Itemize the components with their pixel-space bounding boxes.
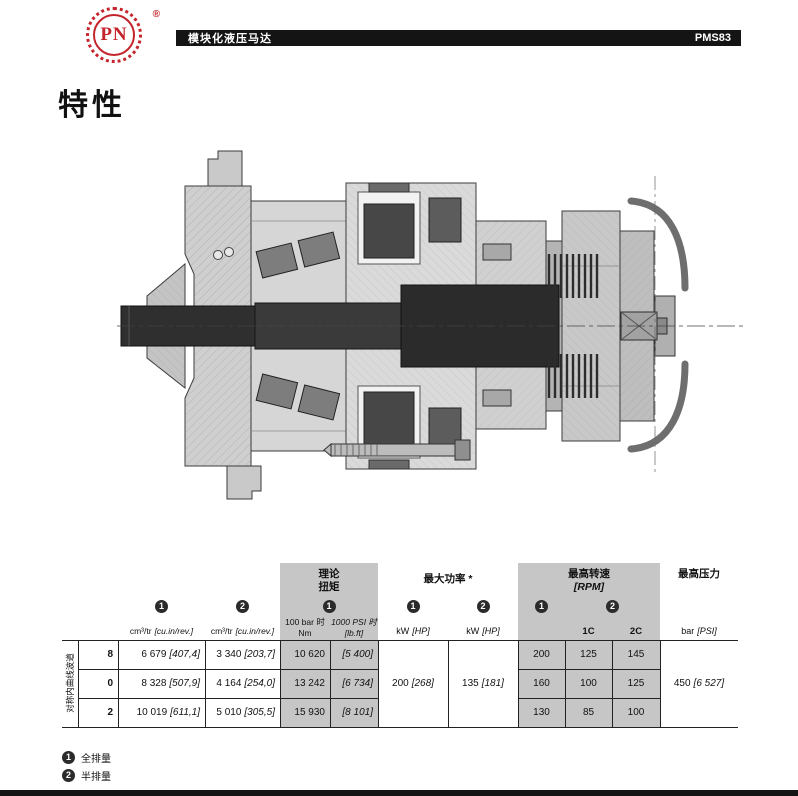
torque-lbft-value: [5 400]	[342, 648, 373, 660]
torque-gray-band	[280, 563, 378, 727]
footnote-badge-1: 1	[62, 751, 75, 764]
displacement-1-value: 6 679[407,4]	[141, 648, 200, 660]
header-bar: 模块化液压马达 PMS83	[176, 30, 741, 46]
displacement-1-value: 10 019[611,1]	[136, 706, 200, 718]
max-power-half-value: 135[181]	[462, 677, 504, 689]
speed-1c-label: 1C	[582, 626, 595, 637]
row-key: 2	[107, 706, 113, 718]
footnote-badge-2: 2	[62, 769, 75, 782]
max-pressure-value: 450[6 527]	[673, 677, 725, 689]
footnote-half-displacement: 2 半排量	[62, 768, 111, 783]
spec-table: 对称内曲线波道 理论 扭矩 1 100 bar 时 Nm 1000 PSI 时 …	[62, 563, 738, 730]
displacement-1-unit: cm³/tr[cu.in/rev.]	[129, 626, 194, 636]
torque-nm-value: 15 930	[294, 706, 325, 718]
row-key: 8	[107, 648, 113, 660]
torque-nm-value: 13 242	[294, 677, 325, 689]
tapered-bearings	[255, 231, 341, 421]
power-header: 最大功率 *	[423, 573, 473, 585]
motor-cross-section-drawing	[115, 146, 747, 504]
power-badge-1: 1	[378, 600, 448, 613]
speed-full-value: 160	[533, 677, 550, 689]
speed-2c-label: 2C	[629, 626, 643, 637]
column-divider	[280, 640, 281, 727]
displacement-badge-2: 2	[205, 600, 280, 613]
column-divider	[518, 640, 519, 727]
torque-nm-unit: 100 bar 时 Nm	[285, 617, 325, 638]
logo-inner-ring-icon: PN	[93, 14, 135, 56]
footnote-text: 半排量	[81, 772, 111, 783]
column-divider	[205, 640, 206, 727]
speed-gray-band	[518, 563, 660, 727]
speed-2c-value: 125	[627, 677, 645, 689]
torque-header: 理论 扭矩	[318, 568, 340, 593]
table-top-rule	[62, 640, 738, 641]
power-1-unit: kW[HP]	[396, 626, 430, 636]
page-footer-bar	[0, 790, 798, 796]
page-title: 特性	[58, 89, 126, 122]
displacement-2-value: 4 164[254,0]	[216, 677, 275, 689]
bottom-stud	[323, 439, 471, 461]
speed-full-value: 130	[533, 706, 550, 718]
pressure-header: 最高压力	[678, 568, 720, 580]
row-key: 0	[107, 677, 113, 689]
torque-badge-1: 1	[280, 600, 378, 613]
torque-lbft-value: [6 734]	[342, 677, 373, 689]
column-divider	[378, 640, 379, 727]
column-divider	[565, 640, 566, 727]
table-bottom-rule	[62, 727, 738, 728]
speed-header: 最高转速 [RPM]	[568, 568, 610, 593]
displacement-2-unit: cm³/tr[cu.in/rev.]	[210, 626, 275, 636]
max-power-full-value: 200[268]	[392, 677, 434, 689]
power-2-unit: kW[HP]	[466, 626, 500, 636]
motor-cross-section-svg	[117, 150, 745, 500]
speed-2c-value: 145	[627, 648, 645, 660]
spring-stack-top	[547, 254, 599, 298]
row-divider	[518, 698, 660, 699]
displacement-1-value: 8 328[507,9]	[141, 677, 200, 689]
speed-1c-value: 100	[580, 677, 597, 689]
spring-stack-bottom	[547, 354, 599, 398]
pressure-unit: bar[PSI]	[681, 626, 717, 636]
column-divider	[448, 640, 449, 727]
brand-logo: PN ®	[86, 7, 160, 69]
speed-badge-2: 2	[565, 600, 660, 613]
column-divider	[330, 640, 331, 727]
power-badge-2: 2	[448, 600, 518, 613]
row-divider	[78, 669, 378, 670]
header-title: 模块化液压马达	[188, 33, 272, 45]
logo-text: PN	[100, 24, 128, 45]
logo-gear-ring-icon: PN	[86, 7, 142, 63]
column-divider	[612, 640, 613, 727]
row-axis-label: 对称内曲线波道	[65, 653, 75, 713]
row-divider	[78, 698, 378, 699]
header-model-code: PMS83	[694, 32, 731, 44]
speed-full-value: 200	[533, 648, 550, 660]
displacement-2-value: 3 340[203,7]	[216, 648, 275, 660]
torque-lbft-value: [8 101]	[342, 706, 373, 718]
speed-2c-value: 100	[627, 706, 645, 718]
torque-lbft-unit: 1000 PSI 时 [lb.ft]	[331, 617, 377, 638]
column-divider	[660, 640, 661, 727]
row-divider	[518, 669, 660, 670]
speed-1c-value: 85	[582, 706, 595, 718]
footnote-full-displacement: 1 全排量	[62, 750, 111, 765]
column-divider	[118, 640, 119, 727]
registered-mark: ®	[152, 9, 160, 20]
speed-1c-value: 125	[580, 648, 597, 660]
footnote-text: 全排量	[81, 754, 111, 765]
column-divider	[78, 640, 79, 727]
speed-badge-1: 1	[518, 600, 565, 613]
displacement-2-value: 5 010[305,5]	[216, 706, 275, 718]
torque-nm-value: 10 620	[294, 648, 325, 660]
displacement-badge-1: 1	[118, 600, 205, 613]
